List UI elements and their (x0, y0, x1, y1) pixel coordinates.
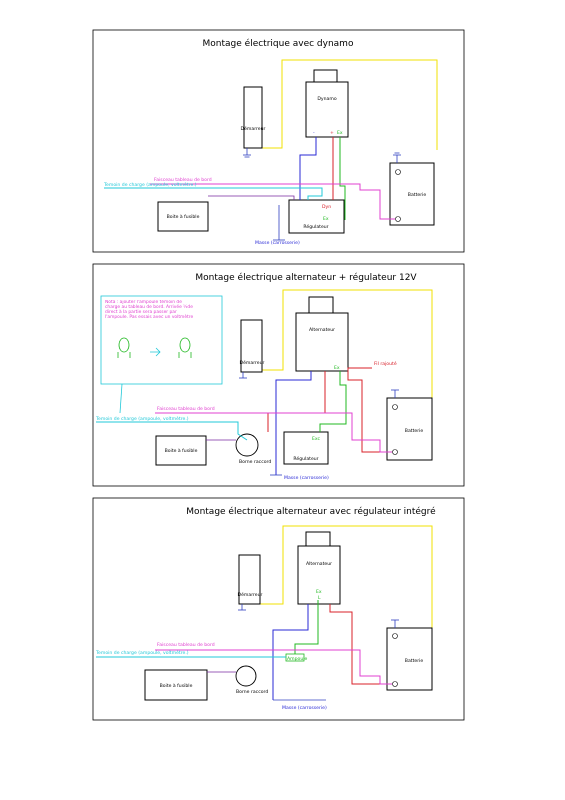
dynamo-plus: + (330, 130, 334, 136)
wire-cyan (96, 421, 248, 441)
alternateur-ex: Ex (316, 589, 322, 595)
panel-title: Montage électrique alternateur avec régu… (186, 506, 436, 517)
wire-blue (275, 371, 312, 475)
wire-yellow (258, 525, 433, 660)
masse-label: Masse (carrosserie) (255, 240, 300, 246)
note-text: Nota : ajouter l'ampoule témoin de charg… (105, 300, 194, 320)
panel-alternateur-regulateur: Montage électrique alternateur + régulat… (92, 263, 465, 487)
wire-red (329, 604, 392, 685)
panel-title: Montage électrique alternateur + régulat… (195, 272, 417, 283)
borne-raccord: Borne raccord (235, 665, 268, 695)
wire-yellow (258, 59, 438, 150)
batterie-label: Batterie (405, 658, 424, 664)
note-bulb-icons (117, 337, 192, 358)
dynamo-minus: - (313, 131, 315, 136)
wire-green (339, 137, 346, 220)
panel-frame (92, 497, 465, 721)
wire-fuse (208, 195, 295, 200)
panel-frame (92, 29, 465, 253)
wire-magenta (155, 649, 392, 685)
masse-label: Masse (carrosserie) (284, 475, 329, 481)
demarreur-label: Démarreur (238, 591, 263, 598)
panel-title: Montage électrique avec dynamo (203, 38, 354, 49)
wire-magenta (155, 412, 392, 453)
note-box (100, 295, 223, 385)
masse-label: Masse (carrosserie) (282, 705, 327, 711)
alternateur-ex: Ex (334, 365, 340, 371)
batterie-label: Batterie (405, 428, 424, 434)
ampoule-label: Ampoule (287, 656, 308, 662)
panel-dynamo: Montage électrique avec dynamo Dynamo - … (92, 29, 465, 253)
alternateur: Alternateur Ex (295, 296, 349, 372)
regulateur-dyn: Dyn (322, 204, 331, 210)
boite-fusible: Boite à fusible (157, 201, 209, 232)
alternateur: Alternateur Ex L (297, 531, 341, 605)
wire-blue (272, 604, 309, 700)
regulateur: Régulateur Exc (283, 431, 329, 465)
batterie-label: Batterie (408, 192, 427, 198)
borne-label: Borne raccord (239, 459, 271, 465)
dynamo: Dynamo - + Ex (305, 69, 349, 138)
demarreur: Démarreur (238, 554, 263, 611)
borne-raccord: Borne raccord (235, 433, 271, 465)
wire-red-fil-rajoute (347, 367, 392, 453)
boite-fusible-label: Boite à fusible (165, 447, 198, 454)
dynamo-label: Dynamo (317, 96, 336, 102)
demarreur: Démarreur (241, 86, 266, 158)
boite-fusible: Boite à fusible (155, 435, 207, 466)
temoin-label: Temoin de charge (ampoule, voltmètre.) (95, 415, 189, 422)
faisceau-label: Faisceau tableau de bord (157, 406, 215, 412)
wire-yellow (258, 289, 433, 432)
boite-fusible-label: Boite à fusible (167, 213, 200, 220)
wire-cyan-note (119, 383, 123, 414)
wire-green (319, 371, 347, 432)
alternateur-label: Alternateur (306, 561, 332, 567)
demarreur-label: Démarreur (241, 125, 266, 132)
temoin-label: Temoin de charge (ampoule, voltmètre.) (103, 181, 197, 188)
wire-blue (299, 137, 317, 200)
wire-cyan (104, 187, 323, 200)
ampoule-temoin: Ampoule (285, 653, 308, 662)
batterie: Batterie (386, 619, 433, 691)
wire-green (294, 600, 319, 654)
regulateur: Régulateur Dyn Ex (288, 199, 345, 234)
faisceau-label: Faisceau tableau de bord (157, 642, 215, 648)
panel-alternateur-integre: Montage électrique alternateur avec régu… (92, 497, 465, 721)
regulateur-label: Régulateur (293, 455, 318, 462)
boite-fusible: Boite à fusible (144, 669, 208, 701)
boite-fusible-label: Boite à fusible (160, 682, 193, 689)
faisceau-label: Faisceau tableau de bord (154, 177, 212, 183)
batterie: Batterie (386, 389, 433, 461)
regulateur-label: Régulateur (303, 223, 328, 230)
batterie: Batterie (389, 152, 435, 226)
regulateur-exc: Exc (312, 436, 321, 442)
demarreur: Démarreur (239, 319, 265, 379)
regulateur-ex: Ex (323, 216, 329, 222)
alternateur-l: L (318, 595, 321, 601)
panel-frame (92, 263, 465, 487)
fil-rajoute-label: Fil rajouté (374, 360, 397, 367)
demarreur-label: Démarreur (240, 359, 265, 366)
borne-label: Borne raccord (236, 689, 268, 695)
alternateur-label: Alternateur (309, 327, 335, 333)
wire-magenta (150, 183, 395, 220)
temoin-label: Temoin de charge (ampoule, voltmètre.) (95, 649, 189, 656)
dynamo-ex: Ex (337, 130, 343, 136)
